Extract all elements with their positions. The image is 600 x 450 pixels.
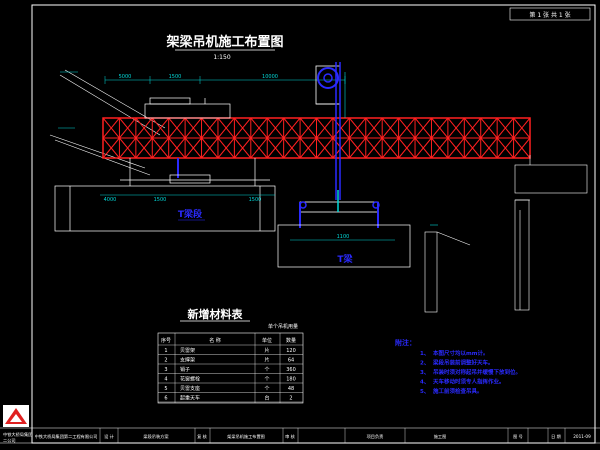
note-number: 2、 xyxy=(420,361,429,367)
title-date-label: 日 期 xyxy=(551,434,561,440)
note-text: 天车移动时须专人指挥作业。 xyxy=(433,378,505,386)
note-number: 4、 xyxy=(420,380,429,386)
table-cell-unit: 个 xyxy=(264,367,269,373)
drawing-title: 架梁吊机施工布置图 xyxy=(165,34,283,50)
notes-block: 附注： 1、本图尺寸均以mm计。 2、梁段吊装前调整好天车。3、吊装时须对称起吊并… xyxy=(395,338,521,395)
left-support-structure xyxy=(54,158,276,232)
title-dept: 施工图 xyxy=(434,433,447,440)
title-review-label: 复 核 xyxy=(197,433,208,440)
title-drawing-name: 架梁吊机施工布置图 xyxy=(227,433,265,440)
title-design-label: 设 计 xyxy=(104,433,114,440)
table-cell-unit: 台 xyxy=(264,394,269,401)
hanging-beam-label: T梁 xyxy=(337,253,353,265)
left-stay-cables xyxy=(49,69,166,176)
note-text: 梁段吊装前调整好天车。 xyxy=(432,359,494,367)
table-cell-name: 贝雷支座 xyxy=(180,385,200,392)
materials-table-subtitle: 单个吊机用量 xyxy=(268,323,298,330)
table-header-no: 序号 xyxy=(161,337,171,344)
sheet-border xyxy=(31,4,596,444)
company-logo xyxy=(3,405,29,427)
table-cell-name: 起重天车 xyxy=(180,394,200,401)
page-label-box xyxy=(509,7,591,21)
hanging-beam-dimension: 1100 xyxy=(337,234,350,240)
table-cell-unit: 片 xyxy=(264,356,269,363)
note-number: 5、 xyxy=(420,389,429,395)
title-company-sub: 二公司 xyxy=(3,438,16,443)
note-text: 施工前须检查吊具。 xyxy=(433,387,483,395)
table-cell-no: 2 xyxy=(164,357,167,363)
table-cell-qty: 360 xyxy=(286,367,296,373)
page-label: 第 1 张 共 1 张 xyxy=(529,11,570,19)
spreader-beam xyxy=(299,190,380,228)
crane-hoist xyxy=(315,62,346,200)
table-cell-qty: 180 xyxy=(286,376,296,382)
title-structure: 梁段吊装方案 xyxy=(143,433,169,440)
title-check-label: 审 核 xyxy=(285,433,296,440)
right-pier xyxy=(424,155,588,313)
drawing-scale: 1:150 xyxy=(213,54,230,61)
note-number: 1、 xyxy=(420,351,429,357)
table-cell-name: 销子 xyxy=(180,366,190,373)
title-project: 中铁大桥局集团第二工程有限公司 xyxy=(35,433,98,440)
table-header-name: 名 称 xyxy=(209,337,221,344)
table-cell-no: 6 xyxy=(164,395,167,401)
dim-4000: 4000 xyxy=(104,197,117,203)
title-company: 中铁大桥局集团 xyxy=(3,431,32,438)
table-cell-qty: 64 xyxy=(288,357,294,363)
table-cell-name: 花窗螺栓 xyxy=(180,375,200,382)
table-cell-unit: 片 xyxy=(264,347,269,354)
top-dimension-line xyxy=(104,76,346,84)
note-text: 吊装时须对称起吊并缓慢下放到位。 xyxy=(433,368,521,376)
notes-heading: 附注： xyxy=(395,338,416,347)
dim-5000: 5000 xyxy=(119,74,132,80)
title-scale-label: 图 号 xyxy=(513,434,523,440)
table-cell-no: 5 xyxy=(164,386,167,392)
table-cell-name: 贝雷架 xyxy=(180,348,195,354)
title-approve: 项目负责 xyxy=(367,433,384,440)
bailey-truss xyxy=(102,117,531,159)
dim-10000: 10000 xyxy=(262,74,278,80)
materials-table-title: 新增材料表 xyxy=(188,307,244,321)
table-cell-qty: 2 xyxy=(289,395,292,401)
dim-1500-top: 1500 xyxy=(169,74,182,80)
table-cell-qty: 48 xyxy=(288,386,294,392)
title-date-value: 2011-09 xyxy=(573,434,591,439)
table-cell-no: 3 xyxy=(164,367,167,373)
hanging-beam xyxy=(277,224,411,268)
table-cell-unit: 个 xyxy=(264,386,269,392)
table-header-qty: 数量 xyxy=(286,337,296,344)
table-cell-name: 支撑架 xyxy=(180,356,195,363)
side-beam-label: T梁段 xyxy=(178,208,203,220)
dim-1500-right: 1500 xyxy=(249,197,262,203)
note-number: 3、 xyxy=(420,370,429,376)
table-cell-no: 4 xyxy=(164,376,167,382)
title-block xyxy=(0,427,600,444)
table-cell-qty: 120 xyxy=(286,348,296,354)
dim-1500-left: 1500 xyxy=(154,197,167,203)
top-trolley xyxy=(144,97,231,119)
note-text: 本图尺寸均以mm计。 xyxy=(433,349,488,357)
table-cell-unit: 个 xyxy=(264,376,269,382)
table-header-unit: 单位 xyxy=(262,337,272,344)
table-cell-no: 1 xyxy=(164,348,167,354)
